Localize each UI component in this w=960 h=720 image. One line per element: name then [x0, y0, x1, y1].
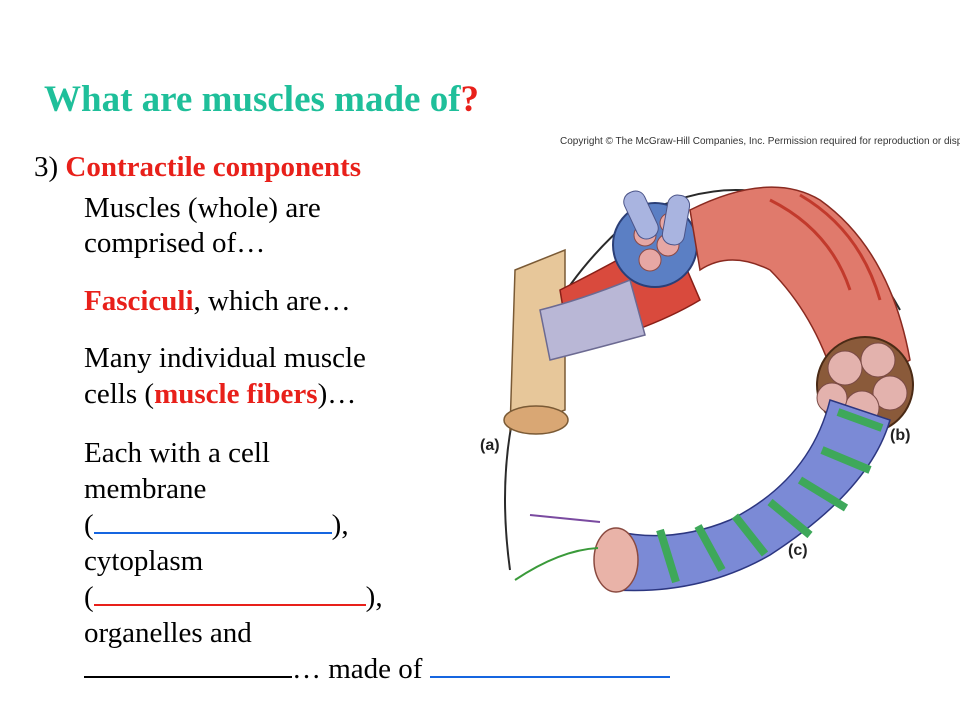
slide-title: What are muscles made of? [44, 78, 479, 121]
cells-post: )… [317, 378, 357, 410]
whole-muscle-illustration [503, 190, 701, 435]
copyright-notice: Copyright © The McGraw-Hill Companies, I… [560, 136, 960, 147]
muscle-fibers-highlight: muscle fibers [154, 378, 318, 410]
open-paren-2: ( [84, 581, 94, 613]
text-line-final-blanks: … made of [84, 652, 670, 687]
figure-label-a: (a) [480, 437, 500, 454]
close-paren: ), [331, 509, 349, 541]
muscle-structure-figure: (a) (b) (c) [480, 186, 914, 593]
text-line-individual-2: cells (muscle fibers)… [84, 377, 356, 412]
text-line-muscles-2: comprised of… [84, 227, 266, 259]
text-line-muscles-1: Muscles (whole) are [84, 192, 321, 224]
text-line-individual-1: Many individual muscle [84, 342, 366, 374]
text-line-each-2: membrane [84, 473, 207, 505]
trailing-ellipsis: … [292, 653, 321, 685]
fasciculi-highlight: Fasciculi [84, 285, 194, 317]
text-line-organelles: organelles and [84, 617, 252, 649]
heading-highlight: Contractile components [65, 151, 362, 183]
heading-number: 3) [34, 151, 66, 183]
membrane-answer-blank [93, 508, 332, 534]
figure-label-b: (b) [890, 427, 910, 444]
made-of-text: made of [328, 653, 423, 685]
cytoplasm-answer-blank [93, 580, 366, 606]
text-line-cytoplasm-blank: (), [84, 580, 383, 615]
fasciculi-rest: , which are… [193, 285, 351, 317]
close-paren-2: ), [365, 581, 383, 613]
made-of-answer-blank [429, 652, 670, 678]
fasciculus-illustration [689, 186, 914, 434]
muscle-fiber-illustration [514, 399, 891, 593]
cells-pre: cells ( [84, 378, 155, 410]
section-heading: 3) Contractile components [34, 150, 361, 185]
text-line-membrane-blank: (), [84, 508, 349, 543]
organelles-answer-blank [84, 652, 292, 678]
title-text: What are muscles made of [44, 79, 461, 120]
text-line-fasciculi: Fasciculi, which are… [84, 284, 351, 319]
title-question-mark: ? [460, 79, 480, 120]
open-paren: ( [84, 509, 94, 541]
text-line-each-1: Each with a cell [84, 437, 270, 469]
figure-label-c: (c) [788, 542, 808, 559]
text-line-cytoplasm: cytoplasm [84, 545, 204, 577]
